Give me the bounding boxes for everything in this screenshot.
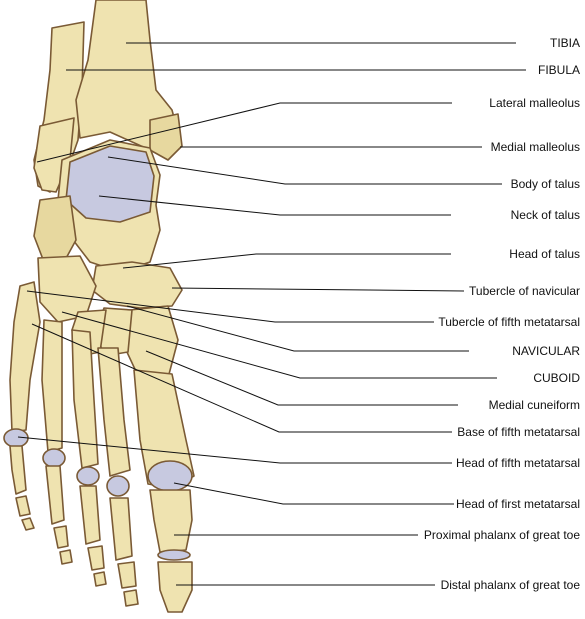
label-lateral-malleolus: Lateral malleolus (489, 96, 580, 110)
label-fibula: FIBULA (538, 63, 580, 77)
leader-cuboid (61, 311, 497, 379)
leader-body-of-talus (107, 156, 502, 185)
second-toe-middle-phalanx (117, 561, 137, 589)
leader-head-of-talus (122, 253, 451, 269)
label-head-of-first-metatarsal: Head of first metatarsal (456, 497, 580, 511)
fourth-toe-distal-phalanx (59, 549, 73, 565)
fifth-toe-distal-phalanx (21, 517, 35, 531)
leader-tubercle-of-fifth-metatarsal (26, 290, 434, 323)
great-toe-proximal-phalanx (149, 489, 193, 553)
second-toe-distal-phalanx (123, 589, 139, 607)
second-metatarsal-head (106, 475, 130, 497)
label-tubercle-of-navicular: Tubercle of navicular (469, 284, 580, 298)
label-neck-of-talus: Neck of talus (511, 208, 580, 222)
second-metatarsal-bone (97, 347, 131, 477)
great-toe-joint-cartilage (157, 549, 191, 561)
label-head-of-fifth-metatarsal: Head of fifth metatarsal (456, 456, 580, 470)
label-proximal-phalanx-great-toe: Proximal phalanx of great toe (424, 528, 580, 542)
first-metatarsal-head (147, 460, 193, 492)
label-navicular: NAVICULAR (512, 344, 580, 358)
label-base-of-fifth-metatarsal: Base of fifth metatarsal (457, 425, 580, 439)
third-metatarsal-head (76, 466, 100, 486)
leader-navicular (126, 305, 469, 352)
second-toe-proximal-phalanx (109, 497, 133, 561)
fifth-metatarsal-bone (9, 281, 41, 433)
third-toe-middle-phalanx (87, 545, 105, 571)
leader-base-of-fifth-metatarsal (31, 323, 452, 433)
third-toe-proximal-phalanx (79, 485, 101, 545)
label-tubercle-of-fifth-metatarsal: Tubercle of fifth metatarsal (438, 315, 580, 329)
anatomy-labels: TIBIA FIBULA Lateral malleolus Medial ma… (424, 36, 580, 592)
label-body-of-talus: Body of talus (511, 177, 580, 191)
label-cuboid: CUBOID (533, 371, 580, 385)
leader-lines (17, 42, 526, 586)
fifth-toe-middle-phalanx (15, 495, 31, 517)
fourth-toe-middle-phalanx (53, 525, 69, 549)
fourth-metatarsal-bone (41, 319, 63, 453)
medial-malleolus-bone (149, 113, 183, 161)
label-distal-phalanx-great-toe: Distal phalanx of great toe (441, 578, 581, 592)
leader-medial-cuneiform (145, 350, 458, 406)
third-toe-distal-phalanx (93, 571, 107, 587)
great-toe-distal-phalanx (157, 561, 193, 613)
fifth-toe-proximal-phalanx (9, 445, 27, 495)
label-medial-malleolus: Medial malleolus (491, 140, 580, 154)
leader-neck-of-talus (98, 195, 451, 216)
label-tibia: TIBIA (550, 36, 580, 50)
talus-articular-surface (65, 145, 155, 223)
label-head-of-talus: Head of talus (509, 247, 580, 261)
navicular-bone (91, 261, 183, 309)
third-metatarsal-bone (71, 329, 99, 469)
fourth-metatarsal-head (42, 448, 66, 468)
foot-skeleton-illustration (3, 0, 195, 613)
fourth-toe-proximal-phalanx (45, 465, 65, 525)
leader-head-of-fifth-metatarsal (17, 436, 452, 464)
calcaneus-bone (33, 195, 77, 263)
leader-head-of-first-metatarsal (173, 482, 454, 505)
label-medial-cuneiform: Medial cuneiform (489, 398, 580, 412)
leader-lateral-malleolus (36, 102, 452, 163)
leader-tubercle-of-navicular (171, 287, 465, 292)
